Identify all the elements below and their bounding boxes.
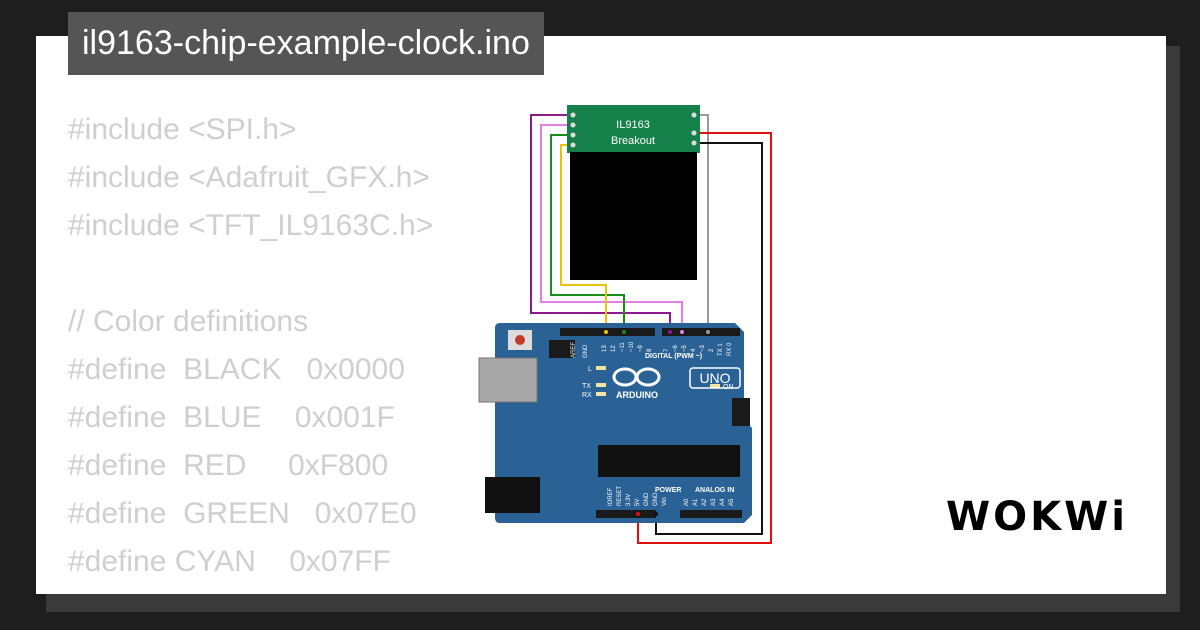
pin-label: A2 (702, 498, 708, 506)
pin-label: 12 (611, 345, 617, 352)
pin-label: ~5 (682, 344, 688, 352)
code-line: #define MAGENTA 0xF81F (68, 586, 433, 594)
pin-label: A3 (711, 498, 717, 506)
breakout-board (567, 105, 700, 153)
wire-red (637, 132, 772, 544)
pin-label-aref: AREF (571, 342, 577, 358)
wire-black (655, 142, 763, 535)
digital-label: DIGITAL (PWM ~) (645, 353, 702, 360)
board-model: UNO (699, 370, 730, 386)
wokwi-logo: WOKWi (946, 494, 1128, 540)
code-line: #include <TFT_IL9163C.h> (68, 209, 434, 242)
wire-yellow (560, 144, 607, 332)
pin-label: 5V (635, 499, 641, 506)
wire-gray (697, 114, 709, 332)
breakout-name: IL9163 (616, 119, 650, 131)
pin-label: GND (653, 492, 659, 506)
pin-label: A1 (693, 498, 699, 506)
pin-label: Vin (662, 497, 668, 506)
code-line: #define RED 0xF800 (68, 449, 389, 482)
led-l-label: L (588, 366, 592, 373)
pin-label: IOREF (608, 487, 614, 506)
pin-label: 2 (709, 348, 715, 352)
code-line: // Color definitions (68, 305, 309, 338)
il9163-breakout[interactable]: IL9163 Breakout (567, 105, 700, 280)
pin-label: RX 0 (727, 342, 733, 356)
pin-label: ~3 (700, 344, 706, 352)
wires (530, 114, 772, 544)
page-title: il9163-chip-example-clock.ino (68, 12, 544, 75)
tft-screen (570, 152, 697, 280)
pin-label: GND (644, 492, 650, 506)
pin-label: 7 (664, 348, 670, 352)
analog-label: ANALOG IN (695, 487, 734, 494)
code-line: #define GREEN 0x07E0 (68, 497, 417, 530)
wire-green (550, 134, 625, 332)
power-pin-labels: IOREF RESET 3.3V 5V GND GND Vin (608, 486, 668, 506)
wire-ends (604, 330, 710, 516)
power-header (596, 510, 656, 518)
arduino-uno-board[interactable]: L TX RX ON UNO ARDUINO DIGITAL (PWM ~) P… (478, 323, 752, 523)
code-line: #define CYAN 0x07FF (68, 545, 391, 578)
pin-label: A5 (729, 498, 735, 506)
pin-label: 4 (691, 348, 697, 352)
pin-label: ~10 (629, 341, 635, 352)
digital-pin-labels: AREF GND 13 12 ~11 ~10 ~9 8 7 ~6 ~5 4 ~3… (571, 341, 733, 358)
pin-label: TX 1 (718, 343, 724, 356)
code-snippet: #include <SPI.h> #include <Adafruit_GFX.… (68, 106, 433, 594)
pin-label: A4 (720, 498, 726, 506)
pin-label-gnd: GND (583, 344, 589, 358)
power-jack (485, 477, 540, 513)
code-line: #define BLUE 0x001F (68, 401, 395, 434)
pin-label: ~11 (620, 342, 626, 352)
pin-label: 8 (647, 348, 653, 352)
code-line: #include <SPI.h> (68, 113, 297, 146)
pin-label: ~6 (673, 344, 679, 352)
code-line: #include <Adafruit_GFX.h> (68, 161, 430, 194)
usb-port (478, 357, 538, 403)
analog-header (680, 510, 742, 518)
digital-header-2 (662, 328, 740, 336)
arduino-infinity-logo (612, 367, 661, 387)
reset-button-cap[interactable] (515, 335, 525, 345)
uno-badge (689, 367, 741, 389)
power-label: POWER (655, 487, 681, 494)
pin-label: RESET (617, 486, 623, 506)
atmega-chip (598, 445, 740, 477)
pin-label: A0 (684, 498, 690, 506)
pin-label: ~9 (638, 344, 644, 352)
led-tx-label: TX (582, 383, 591, 390)
board-brand: ARDUINO (616, 390, 658, 400)
pin-label: 13 (602, 345, 608, 352)
code-line: #define BLACK 0x0000 (68, 353, 405, 386)
icsp2-header (549, 340, 575, 358)
led-rx-label: RX (582, 392, 592, 399)
pin-label: 3.3V (626, 494, 632, 506)
breakout-subtitle: Breakout (611, 135, 655, 147)
wire-purple (530, 114, 671, 332)
icsp-header (732, 398, 750, 426)
wire-pink (540, 124, 683, 332)
analog-pin-labels: A0 A1 A2 A3 A4 A5 (684, 498, 735, 506)
